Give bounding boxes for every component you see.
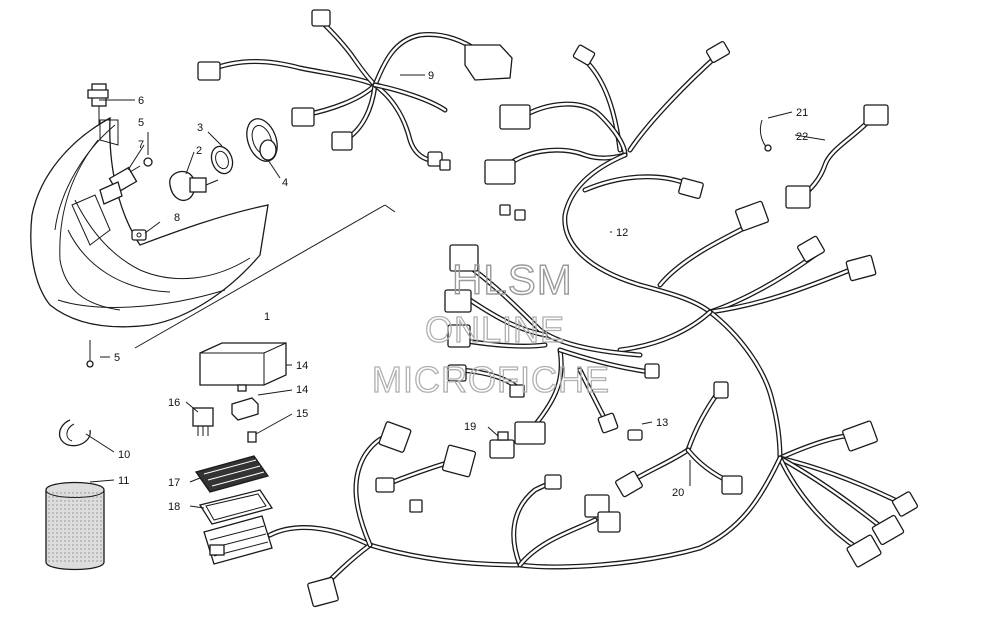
harness-21 xyxy=(615,381,743,498)
insulation-sleeve xyxy=(45,481,105,571)
headlight-assembly xyxy=(30,116,269,328)
callout-14: 14 xyxy=(296,360,308,372)
rubber-boot xyxy=(246,118,278,162)
callout-3: 3 xyxy=(197,122,203,134)
lower-harness xyxy=(517,420,919,570)
callout-9: 9 xyxy=(428,70,434,82)
relay xyxy=(192,407,214,436)
fuse-block xyxy=(203,515,273,565)
harness-12 xyxy=(484,41,877,461)
callout-7: 6 xyxy=(138,95,144,107)
callout-5-bottom: 5 xyxy=(114,352,120,364)
left-lower-harness xyxy=(267,421,621,608)
callout-2: 2 xyxy=(196,145,202,157)
gasket xyxy=(198,489,274,525)
fuse-panel xyxy=(194,455,270,493)
harness-9 xyxy=(197,9,513,171)
connector-13 xyxy=(627,429,643,441)
callout-5-top: 5 xyxy=(138,117,144,129)
callout-19: 18 xyxy=(168,501,180,513)
callout-4: 4 xyxy=(282,177,288,189)
sensor-23 xyxy=(785,104,889,209)
callout-10: 10 xyxy=(118,449,130,461)
watermark-line-3: MICROFICHE xyxy=(372,359,610,400)
watermark-line-2: ONLINE xyxy=(425,309,565,350)
callout-8: 8 xyxy=(174,212,180,224)
retaining-ring xyxy=(210,145,234,175)
fuse xyxy=(247,431,257,443)
callout-13: 13 xyxy=(656,417,668,429)
clip-22 xyxy=(759,119,772,152)
mounting-clip xyxy=(87,83,109,125)
callout-21: 20 xyxy=(672,487,684,499)
screw xyxy=(86,340,94,368)
fuse-box xyxy=(199,342,287,392)
callout-22: 21 xyxy=(796,107,808,119)
callout-numbers: 6 5 7 3 2 4 8 9 1 5 14 14 15 16 10 11 17… xyxy=(114,70,808,513)
leader-lines xyxy=(85,74,826,509)
callout-1: 1 xyxy=(264,311,270,323)
callout-23: 22 xyxy=(796,131,808,143)
h4-bulb xyxy=(169,170,219,201)
callout-12: 12 xyxy=(616,227,628,239)
assembly-bracket-line xyxy=(134,204,386,349)
callout-18: 17 xyxy=(168,477,180,489)
assembly-bracket-line-end xyxy=(384,204,396,213)
callout-17: 16 xyxy=(168,397,180,409)
callout-11: 11 xyxy=(118,475,129,487)
callout-6: 7 xyxy=(138,139,144,151)
wire-ring xyxy=(58,419,91,447)
watermark: HLSM ONLINE MICROFICHE xyxy=(371,255,610,400)
callout-20: 19 xyxy=(464,421,476,433)
component-20 xyxy=(489,431,515,459)
small-relay xyxy=(231,397,259,421)
headlight-bulb xyxy=(99,157,153,205)
watermark-line-1: HLSM xyxy=(452,256,573,303)
callout-15: 14 xyxy=(296,384,308,396)
center-harness xyxy=(444,244,660,445)
position-bulb xyxy=(131,229,147,241)
callout-16: 15 xyxy=(296,408,308,420)
